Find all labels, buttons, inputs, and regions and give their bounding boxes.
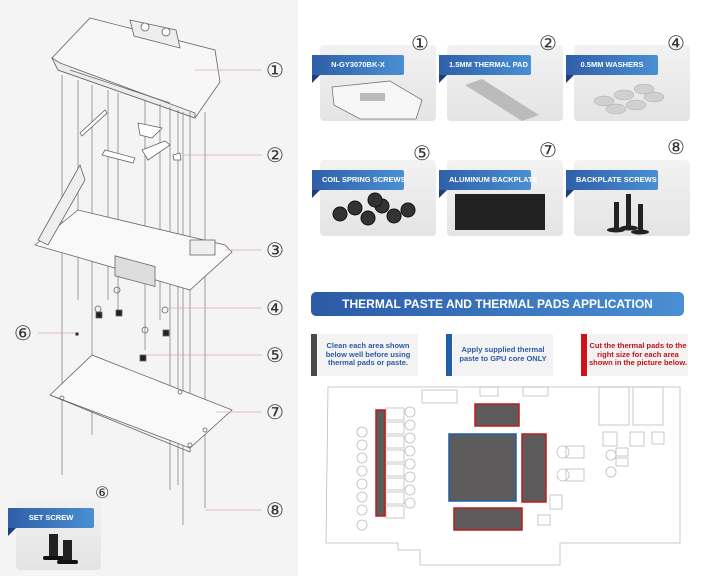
- part-label: COIL SPRING SCREWS: [312, 170, 406, 190]
- part-number: ⑧: [667, 135, 685, 159]
- part-number: ④: [667, 31, 685, 55]
- coil-spring-screws-image: [332, 192, 416, 226]
- part-card-washers: 0.5MM WASHERS: [566, 45, 690, 121]
- washers-image: [593, 83, 665, 115]
- thermal-pad-area-bottom: [453, 507, 523, 531]
- part-label: N-GY3070BK-X: [312, 55, 404, 75]
- callout-2: ②: [266, 143, 284, 167]
- part-number: ⑦: [539, 138, 557, 162]
- part-number: ②: [539, 31, 557, 55]
- callout-3: ③: [266, 238, 284, 262]
- part-card-backplate: ALUMINUM BACKPLATE: [439, 160, 563, 236]
- pcb-outline: [325, 386, 681, 566]
- part-number: ①: [411, 31, 429, 55]
- note-clean: Clean each area shown below well before …: [311, 334, 418, 376]
- note-bar: [581, 334, 587, 376]
- part-card-water-block: N-GY3070BK-X: [312, 45, 436, 121]
- callout-5: ⑤: [266, 343, 284, 367]
- part-label: ALUMINUM BACKPLATE: [439, 170, 538, 190]
- callout-7: ⑦: [266, 400, 284, 424]
- callout-4: ④: [266, 296, 284, 320]
- note-bar: [311, 334, 317, 376]
- application-banner: THERMAL PASTE AND THERMAL PADS APPLICATI…: [311, 292, 684, 316]
- part-number: ⑤: [413, 141, 431, 165]
- thermal-pad-area-top: [474, 403, 520, 427]
- note-paste: Apply supplied thermal paste to GPU core…: [446, 334, 553, 376]
- thermal-pads-drawing: [79, 109, 182, 164]
- part-card-coil-spring-screws: COIL SPRING SCREWS: [312, 160, 436, 236]
- screws-drawing: [75, 286, 170, 362]
- leader-lines: [38, 69, 262, 511]
- set-screw-number: ⑥: [95, 483, 110, 502]
- exploded-view-drawing: [34, 17, 262, 525]
- thermal-pad-area-vrm: [375, 409, 386, 517]
- pcb-components: [356, 386, 665, 531]
- callout-8: ⑧: [266, 498, 284, 522]
- part-label: 0.5MM WASHERS: [566, 55, 658, 75]
- water-block-image: [331, 80, 423, 120]
- part-label: 1.5MM THERMAL PAD: [439, 55, 531, 75]
- part-label: BACKPLATE SCREWS: [566, 170, 658, 190]
- thermal-pad-area-right: [521, 433, 547, 503]
- gpu-core-paste-area: [448, 433, 517, 502]
- note-bar: [446, 334, 452, 376]
- part-card-thermal-pad: 1.5MM THERMAL PAD: [439, 45, 563, 121]
- backplate-image: [455, 194, 545, 230]
- callout-1: ①: [266, 58, 284, 82]
- set-screw-label: SET SCREW: [8, 508, 94, 528]
- part-card-backplate-screws: BACKPLATE SCREWS: [566, 160, 690, 236]
- callout-6: ⑥: [14, 321, 32, 345]
- note-pads: Cut the thermal pads to the right size f…: [581, 334, 688, 376]
- set-screw-card: SET SCREW: [8, 498, 101, 570]
- note-text: Clean each area shown below well before …: [325, 341, 411, 368]
- water-block-drawing: [51, 17, 221, 119]
- note-text: Apply supplied thermal paste to GPU core…: [459, 345, 547, 363]
- note-text: Cut the thermal pads to the right size f…: [588, 341, 688, 368]
- thermal-pad-image: [465, 79, 539, 121]
- set-screw-image: [43, 534, 78, 564]
- backplate-drawing: [49, 354, 233, 453]
- pcb-drawing: [34, 164, 233, 291]
- backplate-screws-image: [607, 194, 649, 235]
